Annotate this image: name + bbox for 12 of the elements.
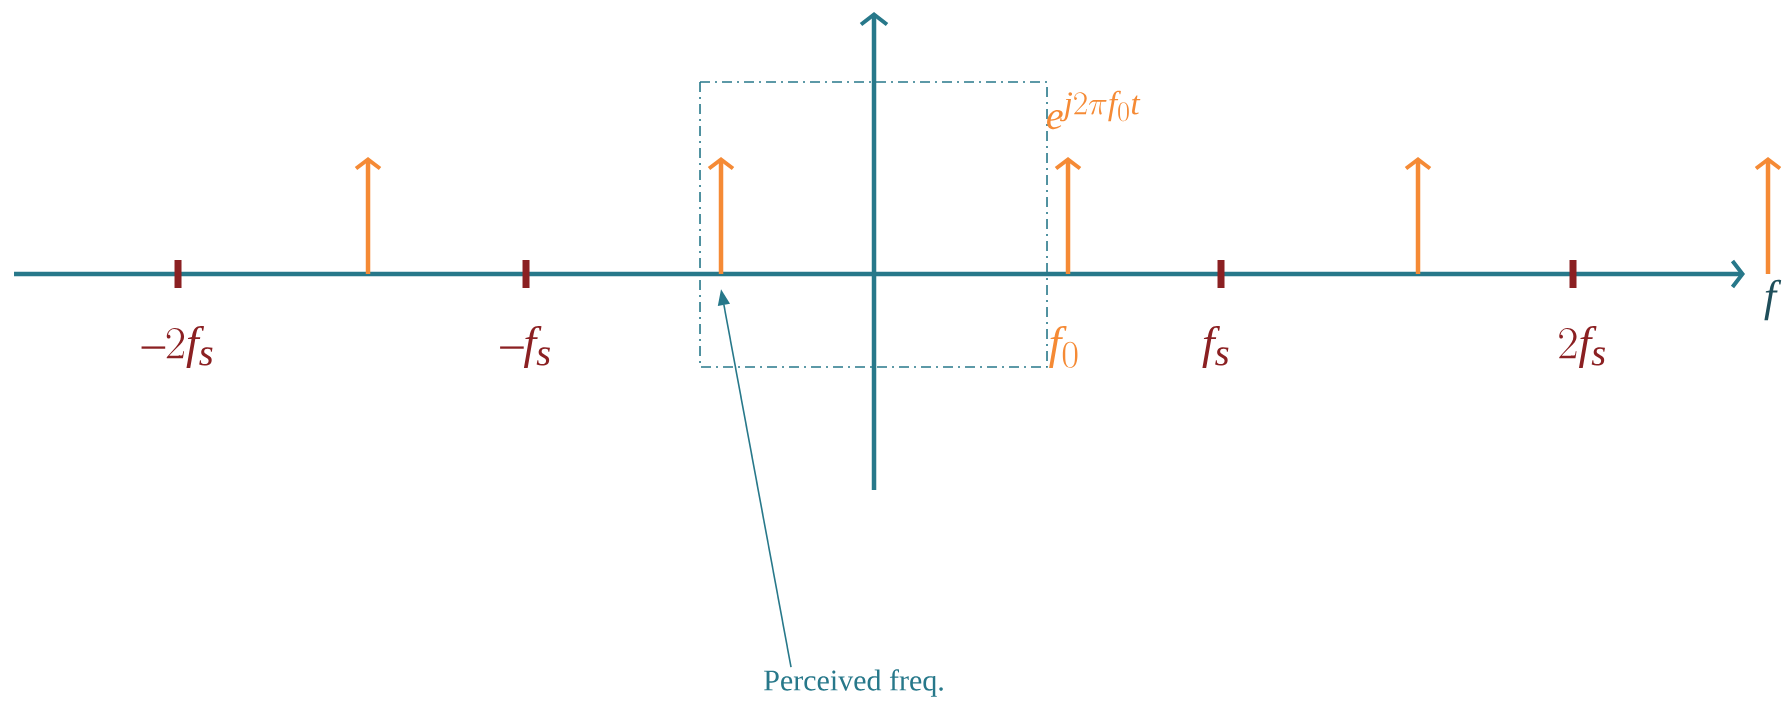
impulse-arrow	[707, 157, 735, 274]
tick-label: $f_0$	[1049, 325, 1078, 369]
impulse-arrow	[1754, 157, 1782, 274]
impulse-arrow	[354, 157, 382, 274]
tick-label: $-2f_s$	[141, 325, 213, 369]
formula-label: $e^{j2\pi f_0 t}$	[1047, 90, 1141, 130]
tick-label: $f_s$	[1202, 325, 1229, 369]
impulse-arrow	[1054, 157, 1082, 274]
impulse-arrow	[1404, 157, 1432, 274]
tick-label: $2f_s$	[1559, 325, 1605, 369]
caption-text: Perceived freq.	[764, 669, 943, 697]
tick-label: $-f_s$	[500, 325, 550, 369]
